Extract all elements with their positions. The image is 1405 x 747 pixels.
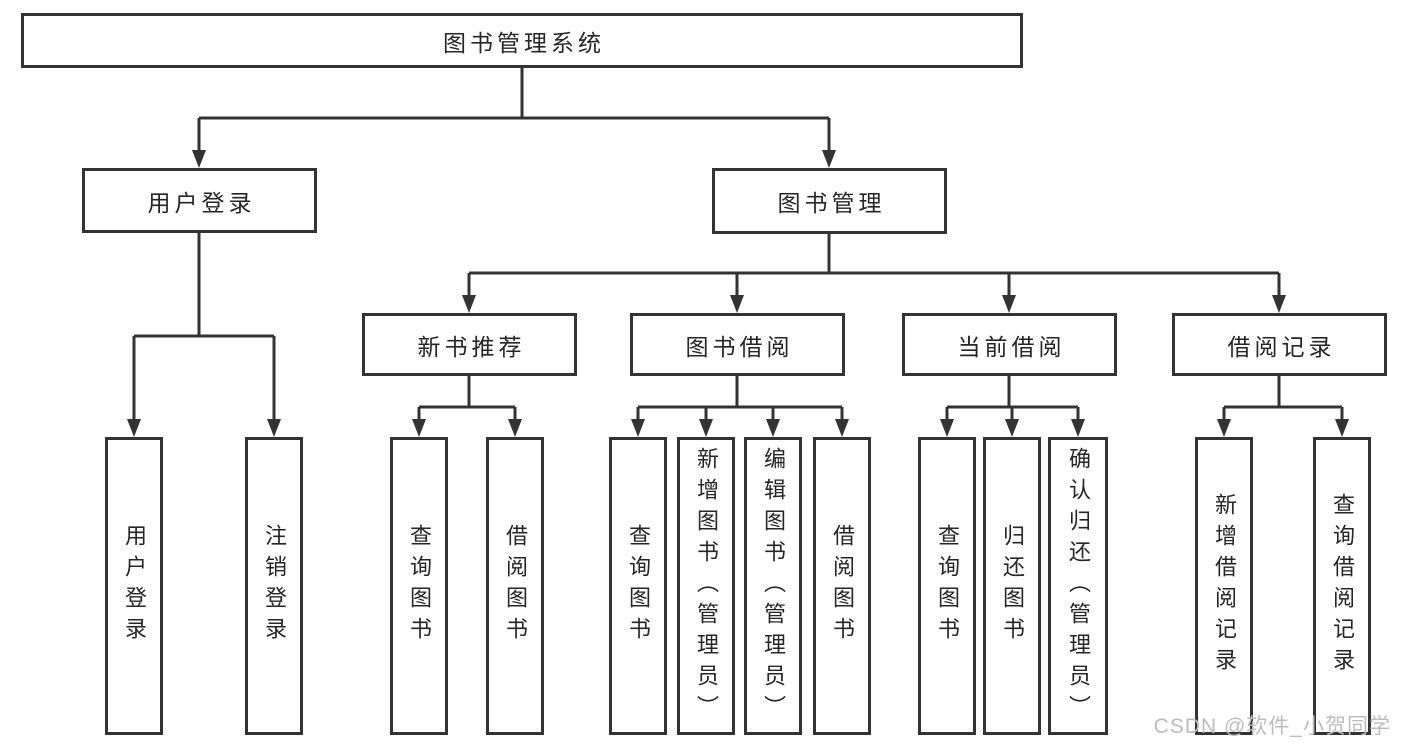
node-book-borrow-label: 图书借阅 xyxy=(685,333,794,360)
leaf-borrow-add-books-admin-label: 新增图书（管理员） xyxy=(694,446,719,726)
node-borrow-records: 借阅记录 xyxy=(1172,313,1387,376)
leaf-borrow-query-books-label: 查询图书 xyxy=(626,524,651,648)
leaf-borrow-edit-books-admin-label: 编辑图书（管理员） xyxy=(761,446,786,726)
csdn-watermark: CSDN @软件_小贺同学 xyxy=(1153,715,1391,738)
leaf-user-login: 用户登录 xyxy=(105,437,163,735)
node-root-label: 图书管理系统 xyxy=(443,29,605,56)
leaf-recommend-borrow-books-label: 借阅图书 xyxy=(503,524,528,648)
node-user-login-label: 用户登录 xyxy=(147,189,256,216)
leaf-records-query-record: 查询借阅记录 xyxy=(1313,437,1371,735)
leaf-current-query-books-label: 查询图书 xyxy=(935,524,960,648)
leaf-borrow-edit-books-admin: 编辑图书（管理员） xyxy=(744,437,802,735)
node-new-book-recommend: 新书推荐 xyxy=(362,313,577,376)
leaf-recommend-query-books-label: 查询图书 xyxy=(407,524,432,648)
node-book-management-label: 图书管理 xyxy=(777,190,886,216)
node-current-borrow-label: 当前借阅 xyxy=(957,333,1066,360)
node-user-login: 用户登录 xyxy=(82,168,317,233)
leaf-logout: 注销登录 xyxy=(245,437,303,735)
node-borrow-records-label: 借阅记录 xyxy=(1227,333,1336,360)
leaf-logout-label: 注销登录 xyxy=(262,524,287,648)
node-book-management: 图书管理 xyxy=(712,168,947,234)
leaf-recommend-borrow-books: 借阅图书 xyxy=(486,437,544,735)
node-new-book-recommend-label: 新书推荐 xyxy=(417,333,526,360)
leaf-current-confirm-return-admin: 确认归还（管理员） xyxy=(1048,437,1108,735)
leaf-current-return-books-label: 归还图书 xyxy=(1000,524,1025,648)
leaf-current-query-books: 查询图书 xyxy=(918,437,976,735)
leaf-borrow-borrow-books: 借阅图书 xyxy=(813,437,871,735)
arrow-heads xyxy=(127,150,1349,437)
node-current-borrow: 当前借阅 xyxy=(902,313,1117,376)
leaf-borrow-query-books: 查询图书 xyxy=(609,437,667,735)
node-book-borrow: 图书借阅 xyxy=(630,313,845,376)
leaf-current-confirm-return-admin-label: 确认归还（管理员） xyxy=(1066,446,1091,726)
leaf-borrow-add-books-admin: 新增图书（管理员） xyxy=(677,437,735,735)
leaf-user-login-label: 用户登录 xyxy=(122,524,147,648)
node-root: 图书管理系统 xyxy=(21,13,1023,68)
leaf-records-add-record-label: 新增借阅记录 xyxy=(1212,493,1237,679)
leaf-records-query-record-label: 查询借阅记录 xyxy=(1330,493,1355,679)
leaf-recommend-query-books: 查询图书 xyxy=(390,437,448,735)
leaf-records-add-record: 新增借阅记录 xyxy=(1195,437,1253,735)
leaf-borrow-borrow-books-label: 借阅图书 xyxy=(830,524,855,648)
leaf-current-return-books: 归还图书 xyxy=(983,437,1041,735)
